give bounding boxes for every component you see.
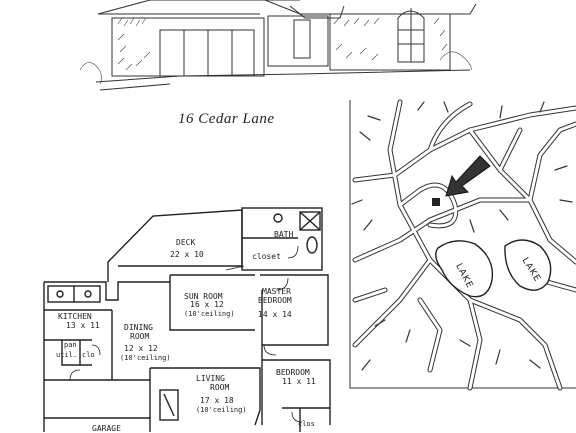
- dining-room-label-1: DINING: [124, 323, 153, 332]
- living-room-label-2: ROOM: [210, 383, 230, 392]
- living-room-size: 17 x 18: [200, 396, 234, 405]
- bedroom-size: 11 x 11: [282, 377, 316, 386]
- bath-label: BATH: [274, 230, 294, 239]
- property-title: 16 Cedar Lane: [178, 111, 275, 127]
- sun-room-label: SUN ROOM: [184, 292, 223, 301]
- bedroom-closet-label: clos: [298, 420, 315, 428]
- kitchen-label: KITCHEN: [58, 312, 92, 321]
- pantry-label: pan: [64, 341, 77, 349]
- location-arrow-icon: [445, 155, 491, 197]
- closet-label-2: clo: [82, 351, 95, 359]
- lake-shape-2: [504, 239, 552, 291]
- master-bedroom-label-2: BEDROOM: [258, 296, 292, 305]
- sun-room-size: 16 x 12: [190, 300, 224, 309]
- master-bedroom-label-1: MASTER: [262, 287, 291, 296]
- living-room-ceiling: (10'ceiling): [196, 406, 247, 414]
- sun-room-ceiling: (10'ceiling): [184, 310, 235, 318]
- lake-shape-1: [435, 240, 494, 298]
- dining-room-label-2: ROOM: [130, 332, 150, 341]
- closet-label: closet: [252, 252, 281, 261]
- bedroom-label: BEDROOM: [276, 368, 310, 377]
- dining-room-size: 12 x 12: [124, 344, 158, 353]
- deck-size: 22 x 10: [170, 250, 204, 259]
- dining-room-ceiling: (10'ceiling): [120, 354, 171, 362]
- master-bedroom-size: 14 x 14: [258, 310, 292, 319]
- garage-label: GARAGE: [92, 424, 121, 433]
- living-room-label-1: LIVING: [196, 374, 225, 383]
- deck-label: DECK: [176, 238, 196, 247]
- utility-label: util.: [56, 351, 78, 359]
- lot-marker: [432, 198, 440, 206]
- kitchen-size: 13 x 11: [66, 321, 100, 330]
